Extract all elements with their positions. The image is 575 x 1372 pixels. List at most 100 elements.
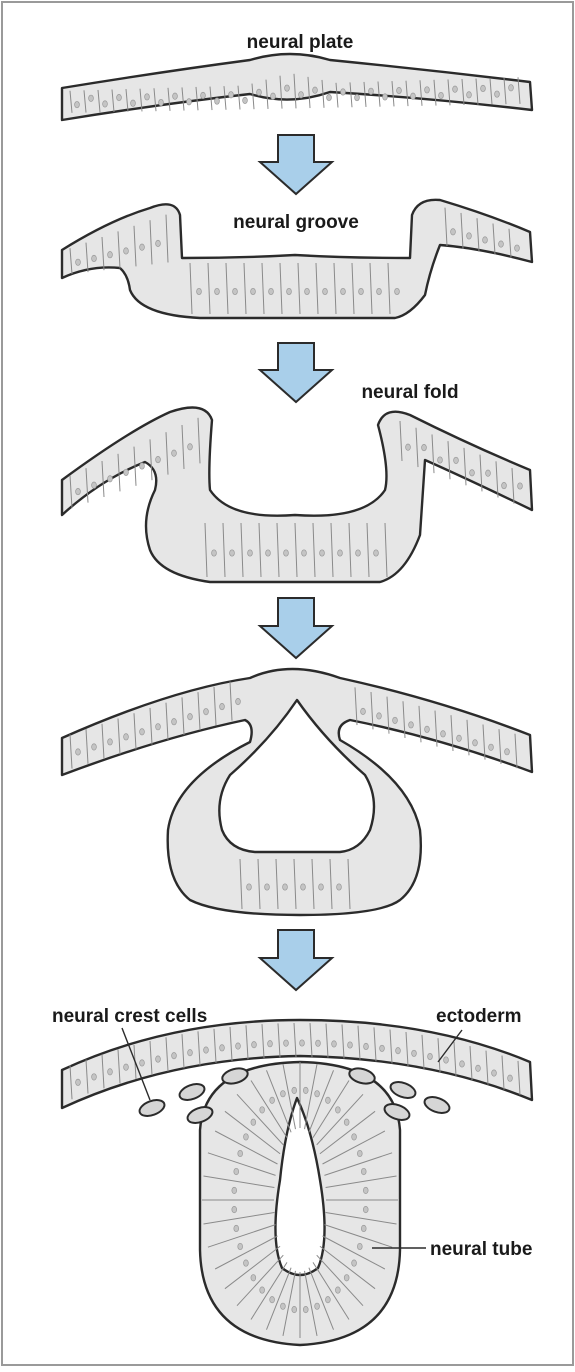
down-arrow-icon [260, 930, 332, 990]
cell-nucleus [236, 698, 241, 704]
cell-nucleus [140, 1060, 145, 1066]
cell-nucleus [145, 94, 150, 100]
cell-nucleus [188, 444, 193, 450]
cell-nucleus [338, 550, 343, 556]
cell-nucleus [467, 233, 472, 239]
cell-nucleus [89, 95, 94, 101]
cell-nucleus [357, 1150, 362, 1156]
stage-neural-plate: neural plate [62, 32, 532, 120]
cell-nucleus [361, 1225, 366, 1231]
cell-nucleus [509, 85, 514, 91]
cell-nucleus [257, 89, 262, 95]
cell-nucleus [483, 237, 488, 243]
cell-nucleus [212, 550, 217, 556]
label-ectoderm: ectoderm [436, 1006, 522, 1027]
cell-nucleus [156, 1056, 161, 1062]
cell-nucleus [220, 1045, 225, 1051]
cell-nucleus [344, 1275, 349, 1281]
cell-nucleus [124, 248, 129, 254]
cell-nucleus [428, 1053, 433, 1059]
cell-nucleus [156, 724, 161, 730]
neural-crest-cell [422, 1094, 451, 1116]
cell-nucleus [292, 1087, 297, 1093]
cell-nucleus [252, 1041, 257, 1047]
cell-nucleus [238, 1150, 243, 1156]
cell-nucleus [269, 288, 274, 294]
down-arrow-icon [260, 343, 332, 402]
cell-nucleus [489, 744, 494, 750]
cell-nucleus [234, 1168, 239, 1174]
cell-nucleus [454, 457, 459, 463]
cell-nucleus [283, 884, 288, 890]
cell-nucleus [124, 734, 129, 740]
cell-nucleus [233, 288, 238, 294]
cell-nucleus [303, 1306, 308, 1312]
cell-nucleus [470, 470, 475, 476]
cell-nucleus [319, 884, 324, 890]
cell-nucleus [369, 88, 374, 94]
cell-nucleus [188, 713, 193, 719]
cell-nucleus [284, 550, 289, 556]
cell-nucleus [335, 1287, 340, 1293]
cell-nucleus [441, 731, 446, 737]
cell-nucleus [303, 1087, 308, 1093]
cell-nucleus [502, 482, 507, 488]
cell-nucleus [238, 1243, 243, 1249]
cell-nucleus [335, 1107, 340, 1113]
cell-nucleus [140, 463, 145, 469]
cell-nucleus [76, 1079, 81, 1085]
neural-plate-tissue [62, 54, 532, 120]
cell-nucleus [344, 1119, 349, 1125]
cell-nucleus [124, 1064, 129, 1070]
cell-nucleus [220, 703, 225, 709]
cell-nucleus [301, 884, 306, 890]
cell-nucleus [172, 1052, 177, 1058]
cell-nucleus [243, 97, 248, 103]
cell-nucleus [197, 288, 202, 294]
cell-nucleus [341, 288, 346, 294]
cell-nucleus [266, 550, 271, 556]
neural-crest-cell [388, 1079, 417, 1101]
cell-nucleus [260, 1287, 265, 1293]
cell-nucleus [396, 1047, 401, 1053]
cell-nucleus [76, 749, 81, 755]
cell-nucleus [316, 1040, 321, 1046]
label-neural-tube: neural tube [430, 1239, 532, 1260]
cell-nucleus [305, 288, 310, 294]
cell-nucleus [156, 456, 161, 462]
cell-nucleus [76, 259, 81, 265]
cell-nucleus [356, 550, 361, 556]
cell-nucleus [285, 85, 290, 91]
stage-neural-groove: neural groove [62, 200, 532, 318]
cell-nucleus [187, 99, 192, 105]
cell-nucleus [281, 1091, 286, 1097]
cell-nucleus [92, 255, 97, 261]
cell-nucleus [232, 1187, 237, 1193]
cell-nucleus [363, 1187, 368, 1193]
cell-nucleus [341, 89, 346, 95]
cell-nucleus [232, 1206, 237, 1212]
cell-nucleus [229, 92, 234, 98]
cell-nucleus [248, 550, 253, 556]
cell-nucleus [315, 1303, 320, 1309]
cell-nucleus [357, 1243, 362, 1249]
stage-neural-tube: neural crest cells ectoderm neural tube [52, 1006, 532, 1345]
cell-nucleus [444, 1057, 449, 1063]
cell-nucleus [299, 92, 304, 98]
cell-nucleus [457, 735, 462, 741]
cell-nucleus [204, 708, 209, 714]
cell-nucleus [108, 252, 113, 258]
cell-nucleus [359, 288, 364, 294]
cell-nucleus [361, 708, 366, 714]
cell-nucleus [395, 288, 400, 294]
cell-nucleus [406, 444, 411, 450]
down-arrow-icon [260, 135, 332, 194]
cell-nucleus [251, 1275, 256, 1281]
cell-nucleus [251, 288, 256, 294]
cell-nucleus [92, 482, 97, 488]
cell-nucleus [300, 1040, 305, 1046]
label-neural-plate: neural plate [247, 32, 354, 53]
cell-nucleus [393, 717, 398, 723]
